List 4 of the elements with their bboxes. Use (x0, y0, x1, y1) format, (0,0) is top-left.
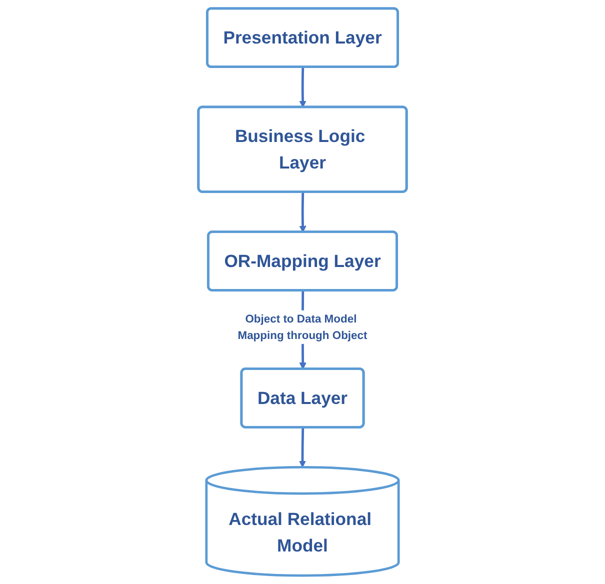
arrow (298, 428, 306, 468)
arrow (299, 192, 306, 233)
arrow (299, 67, 306, 108)
edge-label: Object to Data Model Mapping through Object (238, 312, 368, 342)
